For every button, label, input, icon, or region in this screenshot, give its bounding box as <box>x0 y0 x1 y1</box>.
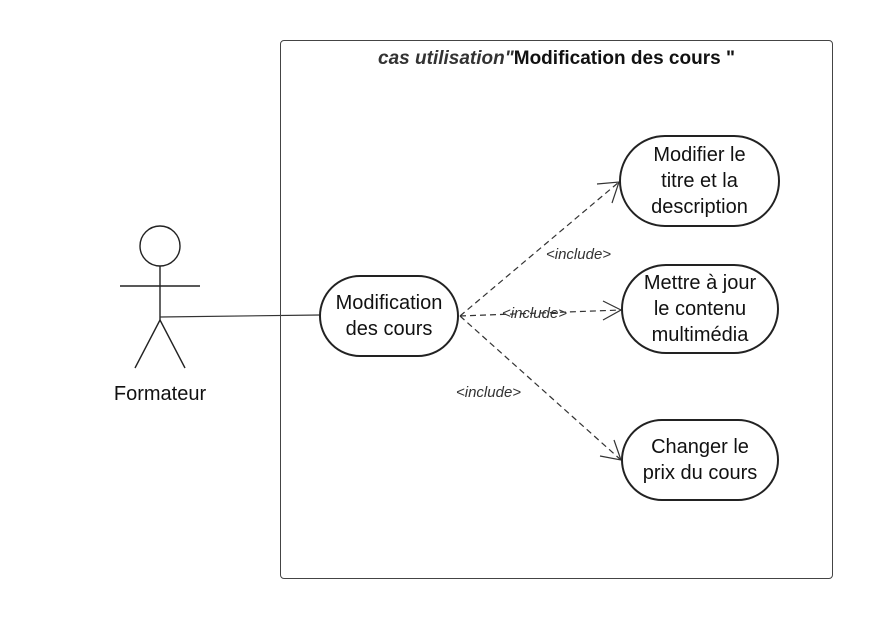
association-line <box>159 314 321 318</box>
usecase-changer-prix[interactable]: Changer le prix du cours <box>621 419 779 501</box>
usecase-line: Mettre à jour <box>643 272 757 294</box>
system-boundary <box>280 40 833 579</box>
usecase-line: prix du cours <box>642 462 758 484</box>
usecase-line: multimédia <box>651 324 749 346</box>
actor-figure <box>120 225 200 369</box>
include-label-bottom: <include> <box>456 384 522 401</box>
usecase-line: Modifier le <box>653 144 746 166</box>
usecase-line: description <box>651 196 748 218</box>
usecase-line: Modification <box>335 292 443 314</box>
usecase-line: titre et la <box>661 170 738 192</box>
include-label-middle: <include> <box>502 305 568 322</box>
include-label-top: <include> <box>546 246 612 263</box>
system-stereotype: cas utilisation" <box>378 48 514 69</box>
usecase-line: des cours <box>345 318 433 340</box>
include-edge-bottom <box>459 315 622 461</box>
system-title: cas utilisation"Modification des cours " <box>280 48 833 70</box>
usecase-modification-des-cours[interactable]: Modification des cours <box>319 275 459 357</box>
actor-left-leg <box>134 319 161 369</box>
system-name: Modification des cours " <box>513 48 735 69</box>
actor-head <box>139 225 181 267</box>
usecase-line: le contenu <box>653 298 747 320</box>
actor-right-leg <box>159 319 186 369</box>
include-edge-middle <box>459 309 622 317</box>
actor-label: Formateur <box>113 383 207 405</box>
usecase-line: Changer le <box>651 436 749 458</box>
include-edge-top <box>459 181 620 317</box>
usecase-modifier-titre[interactable]: Modifier le titre et la description <box>619 135 780 227</box>
usecase-mettre-a-jour-contenu[interactable]: Mettre à jour le contenu multimédia <box>621 264 779 354</box>
